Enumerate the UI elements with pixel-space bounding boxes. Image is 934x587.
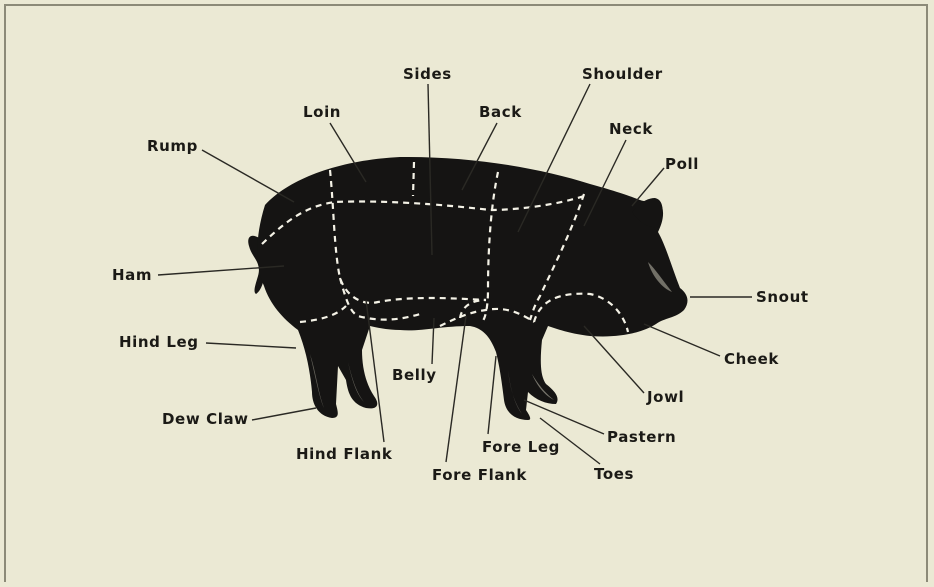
label-hind-leg: Hind Leg bbox=[119, 333, 199, 351]
leader-cheek bbox=[644, 324, 720, 356]
label-fore-flank: Fore Flank bbox=[432, 466, 527, 484]
label-snout: Snout bbox=[756, 288, 809, 306]
label-back: Back bbox=[479, 103, 522, 121]
leader-hind-leg bbox=[206, 343, 296, 348]
label-cheek: Cheek bbox=[724, 350, 779, 368]
pig-silhouette bbox=[248, 157, 687, 420]
leader-dew-claw bbox=[252, 408, 316, 420]
label-toes: Toes bbox=[594, 465, 634, 483]
label-jowl: Jowl bbox=[646, 388, 684, 406]
label-loin: Loin bbox=[303, 103, 341, 121]
label-poll: Poll bbox=[665, 155, 699, 173]
leader-fore-flank bbox=[446, 316, 466, 462]
label-ham: Ham bbox=[112, 266, 152, 284]
label-pastern: Pastern bbox=[607, 428, 676, 446]
leader-rump bbox=[202, 150, 294, 202]
leader-fore-leg bbox=[488, 356, 496, 434]
label-hind-flank: Hind Flank bbox=[296, 445, 393, 463]
label-shoulder: Shoulder bbox=[582, 65, 663, 83]
label-dew-claw: Dew Claw bbox=[162, 410, 249, 428]
label-neck: Neck bbox=[609, 120, 653, 138]
label-fore-leg: Fore Leg bbox=[482, 438, 560, 456]
leader-pastern bbox=[524, 400, 604, 434]
label-rump: Rump bbox=[147, 137, 198, 155]
label-belly: Belly bbox=[392, 366, 437, 384]
label-sides: Sides bbox=[403, 65, 452, 83]
